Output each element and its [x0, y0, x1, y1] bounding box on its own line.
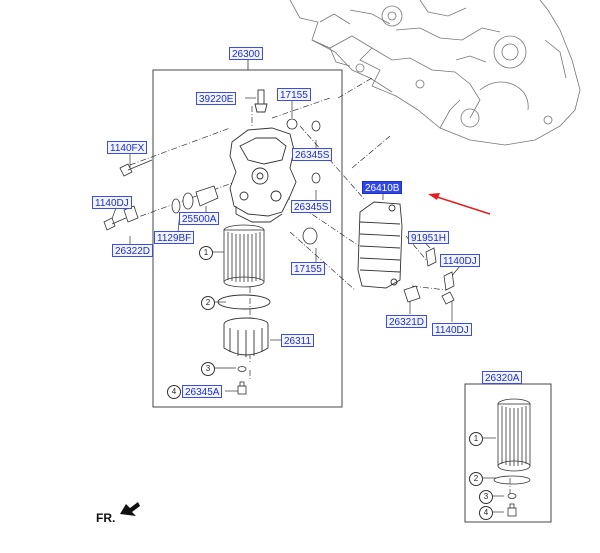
callout-4-main: 4 — [167, 385, 181, 399]
part-label-1140DJ-bottom[interactable]: 1140DJ — [432, 323, 472, 336]
part-label-1140FX[interactable]: 1140FX — [107, 141, 148, 154]
part-label-1140DJ-right[interactable]: 1140DJ — [440, 254, 480, 267]
assembly-group-label[interactable]: 26300 — [229, 47, 263, 60]
part-label-26345S-top[interactable]: 26345S — [292, 148, 333, 161]
o-ring-drawing — [217, 294, 271, 310]
small-o-ring-drawing — [237, 366, 247, 372]
part-label-26345A[interactable]: 26345A — [182, 385, 223, 398]
part-label-1140DJ-left[interactable]: 1140DJ — [92, 196, 132, 209]
filter-element-drawing — [223, 224, 265, 288]
filter-housing-drawing — [229, 89, 297, 223]
callout-3-main: 3 — [201, 362, 215, 376]
bolt-drawings — [103, 118, 455, 305]
part-label-1129BF[interactable]: 1129BF — [154, 231, 195, 244]
callout-1-main: 1 — [199, 246, 213, 260]
callout-3-kit: 3 — [479, 490, 493, 504]
part-label-17155-top[interactable]: 17155 — [277, 88, 311, 101]
callout-2-kit: 2 — [469, 472, 483, 486]
part-label-25500A[interactable]: 25500A — [179, 212, 220, 225]
element-kit-group-label[interactable]: 26320A — [482, 371, 523, 384]
part-label-26322D[interactable]: 26322D — [112, 244, 154, 257]
part-label-26311[interactable]: 26311 — [281, 334, 315, 347]
filter-cap-drawing — [223, 317, 269, 357]
oil-cooler-drawing — [357, 201, 403, 289]
engine-block-drawing — [289, 0, 581, 146]
callout-1-kit: 1 — [469, 432, 483, 446]
front-arrow-icon — [120, 502, 140, 516]
callout-2-main: 2 — [201, 296, 215, 310]
element-kit-frame — [464, 383, 552, 523]
highlight-arrow — [428, 193, 491, 215]
kit-element-drawing — [493, 398, 531, 517]
part-label-26410B[interactable]: 26410B — [362, 181, 403, 194]
part-label-17155-bottom[interactable]: 17155 — [291, 262, 325, 275]
part-label-26345S-mid[interactable]: 26345S — [291, 200, 332, 213]
part-label-26321D[interactable]: 26321D — [386, 315, 428, 328]
drain-plug-drawing — [237, 381, 247, 395]
front-orientation-label: FR. — [96, 511, 116, 525]
part-label-39220E[interactable]: 39220E — [196, 92, 237, 105]
callout-4-kit: 4 — [479, 506, 493, 520]
part-label-91951H[interactable]: 91951H — [408, 231, 450, 244]
assembly-frame — [152, 69, 343, 408]
